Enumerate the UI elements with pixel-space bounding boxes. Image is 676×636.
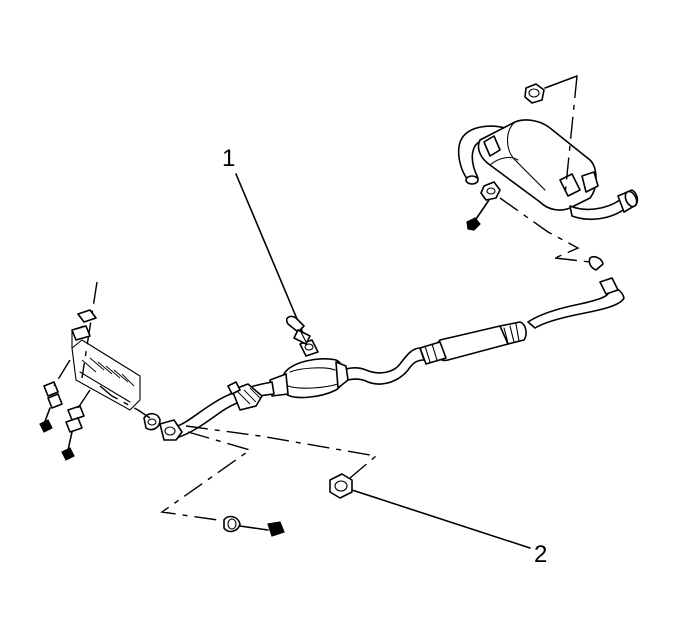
callout-2: 2	[351, 489, 547, 568]
muffler-nut-top	[524, 75, 578, 196]
callout-1: 1	[222, 145, 306, 339]
front-pipe	[143, 381, 275, 441]
rear-pipe	[419, 256, 625, 365]
callout-1-label: 1	[222, 145, 235, 172]
muffler-bolt	[466, 181, 580, 259]
lower-mount-paths	[160, 425, 378, 537]
callout-2-leader	[351, 489, 531, 549]
callout-2-label: 2	[534, 541, 547, 568]
muffler	[457, 119, 639, 221]
callout-1-leader	[235, 173, 306, 339]
catalytic-converter	[269, 315, 349, 399]
intermediate-pipe	[339, 347, 425, 385]
manifold-studs	[39, 281, 151, 461]
